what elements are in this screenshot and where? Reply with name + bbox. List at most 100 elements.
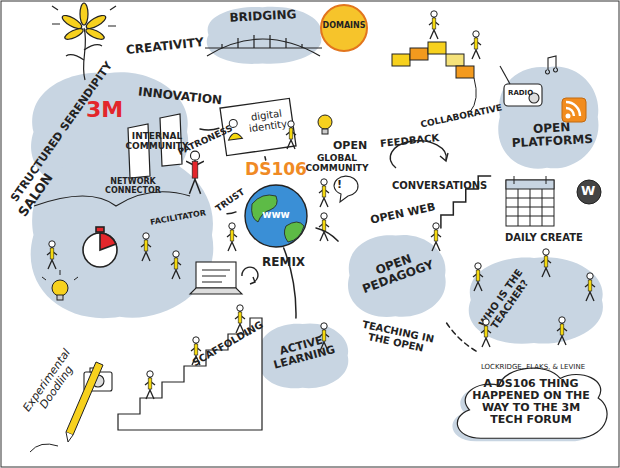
radio-sketch bbox=[546, 56, 558, 74]
blob-shape bbox=[348, 235, 446, 317]
sketch-label: OPEN bbox=[333, 140, 367, 152]
laptop-sketch bbox=[190, 288, 242, 294]
flower-sketch bbox=[80, 3, 88, 25]
sketch-label: FACILITATOR bbox=[150, 209, 207, 227]
laptop-sketch bbox=[190, 262, 242, 294]
sketch-label: INNOVATION bbox=[138, 86, 223, 108]
blob-shape bbox=[207, 7, 322, 64]
sketch-label: TEACHING IN THE OPEN bbox=[351, 317, 444, 357]
connector-line bbox=[264, 157, 266, 160]
stopwatch-sketch bbox=[100, 233, 116, 250]
sketch-label: FEEDBACK bbox=[380, 132, 440, 149]
globe-node: DS106 www bbox=[236, 160, 316, 248]
radio-sketch bbox=[504, 84, 542, 106]
rss-icon bbox=[562, 98, 586, 122]
concept-blob: BRIDGING bbox=[195, 2, 330, 68]
node-heading: DS106 bbox=[236, 160, 316, 179]
sketch-label: COLLABORATIVE bbox=[420, 103, 503, 130]
blob-shape bbox=[31, 154, 214, 318]
sketch-label: W bbox=[581, 184, 595, 198]
stick-figure bbox=[227, 223, 237, 251]
sketch-label: TRUST bbox=[214, 187, 247, 214]
globe-shape bbox=[245, 185, 307, 247]
calendar-sketch bbox=[506, 180, 554, 226]
sketch-label: SCAFFOLDING bbox=[191, 319, 265, 368]
recycle-icon bbox=[242, 267, 258, 282]
bridge-sketch bbox=[205, 35, 322, 56]
building-blocks bbox=[428, 42, 446, 54]
building-blocks bbox=[392, 42, 476, 112]
recycle-icon bbox=[242, 267, 258, 284]
blob-shape bbox=[259, 323, 348, 388]
stick-figure bbox=[319, 213, 329, 241]
stick-figure bbox=[171, 251, 181, 279]
pillars-sketch bbox=[34, 114, 190, 206]
sketch-label: Experimental Doodling bbox=[18, 343, 86, 426]
sketch-label: CREATIVITY bbox=[126, 36, 205, 57]
sketch-label: INTERNAL COMMUNITY bbox=[122, 132, 192, 152]
connector-line bbox=[316, 228, 338, 241]
stick-figure bbox=[141, 233, 151, 261]
node-heading: OPEN PLATFORMS bbox=[505, 120, 598, 151]
connector-line bbox=[227, 212, 236, 214]
laptop-sketch bbox=[202, 270, 230, 282]
flower-sketch bbox=[66, 45, 102, 60]
wordpress-logo bbox=[577, 180, 601, 204]
radio-sketch bbox=[500, 66, 510, 84]
sketch-label: 3M bbox=[86, 98, 123, 122]
sketch-label: GLOBAL COMMUNITY bbox=[304, 154, 370, 174]
blob-shape bbox=[498, 67, 598, 169]
building-blocks bbox=[392, 54, 410, 66]
building-blocks bbox=[470, 78, 476, 112]
globe-land bbox=[284, 222, 304, 242]
stick-figure bbox=[481, 319, 491, 347]
pencil-sketch bbox=[66, 432, 73, 442]
radio-sketch bbox=[500, 56, 558, 106]
idea-bulb bbox=[318, 115, 332, 129]
building-blocks bbox=[446, 54, 464, 66]
building-blocks bbox=[410, 48, 428, 60]
title-cloud: LOCKRIDGE, FLAKS, & LEVINE A DS106 THING … bbox=[448, 352, 613, 450]
speech-bubble bbox=[334, 176, 358, 202]
pencil-sketch bbox=[30, 444, 58, 452]
calendar-sketch bbox=[506, 180, 554, 189]
stick-figure bbox=[319, 179, 329, 207]
laptop-sketch bbox=[196, 262, 236, 288]
flower-sketch bbox=[83, 28, 85, 80]
building-blocks bbox=[456, 66, 474, 78]
rss-icon bbox=[566, 102, 580, 116]
stopwatch-sketch bbox=[83, 227, 117, 267]
flower-sketch bbox=[52, 0, 116, 26]
rss-icon bbox=[562, 98, 586, 122]
light-bulb bbox=[42, 270, 78, 280]
node-heading: DOMAINS bbox=[318, 22, 370, 31]
rss-icon bbox=[566, 114, 571, 119]
bridge-sketch bbox=[222, 35, 302, 48]
sketch-label: RADIO bbox=[508, 90, 533, 98]
flower-sketch bbox=[52, 0, 116, 80]
stopwatch-sketch bbox=[83, 233, 117, 267]
stick-figure bbox=[471, 31, 481, 59]
stick-figure bbox=[145, 371, 155, 399]
idea-bulb bbox=[322, 129, 328, 134]
sketch-label: OPEN WEB bbox=[369, 201, 436, 227]
red-stick-figure bbox=[186, 151, 204, 194]
light-bulb bbox=[57, 295, 63, 300]
light-bulb bbox=[52, 280, 68, 296]
cloud-shape bbox=[457, 368, 607, 438]
sketch-label: ! bbox=[337, 179, 342, 191]
connector-line bbox=[447, 323, 478, 352]
stick-figure bbox=[541, 249, 551, 277]
stopwatch-sketch bbox=[96, 227, 104, 232]
speech-bubble bbox=[334, 176, 358, 202]
concept-blob: ACTIVE LEARNING bbox=[250, 318, 355, 393]
feedback-loop-arrow bbox=[440, 153, 448, 161]
node-heading: LOCKRIDGE, FLAKS, & LEVINE bbox=[478, 364, 588, 372]
node-text: A DS106 THING HAPPENED ON THE WAY TO THE… bbox=[464, 378, 598, 426]
flower-sketch bbox=[84, 27, 105, 42]
node-text: www bbox=[256, 209, 296, 220]
flower-sketch bbox=[63, 27, 84, 42]
